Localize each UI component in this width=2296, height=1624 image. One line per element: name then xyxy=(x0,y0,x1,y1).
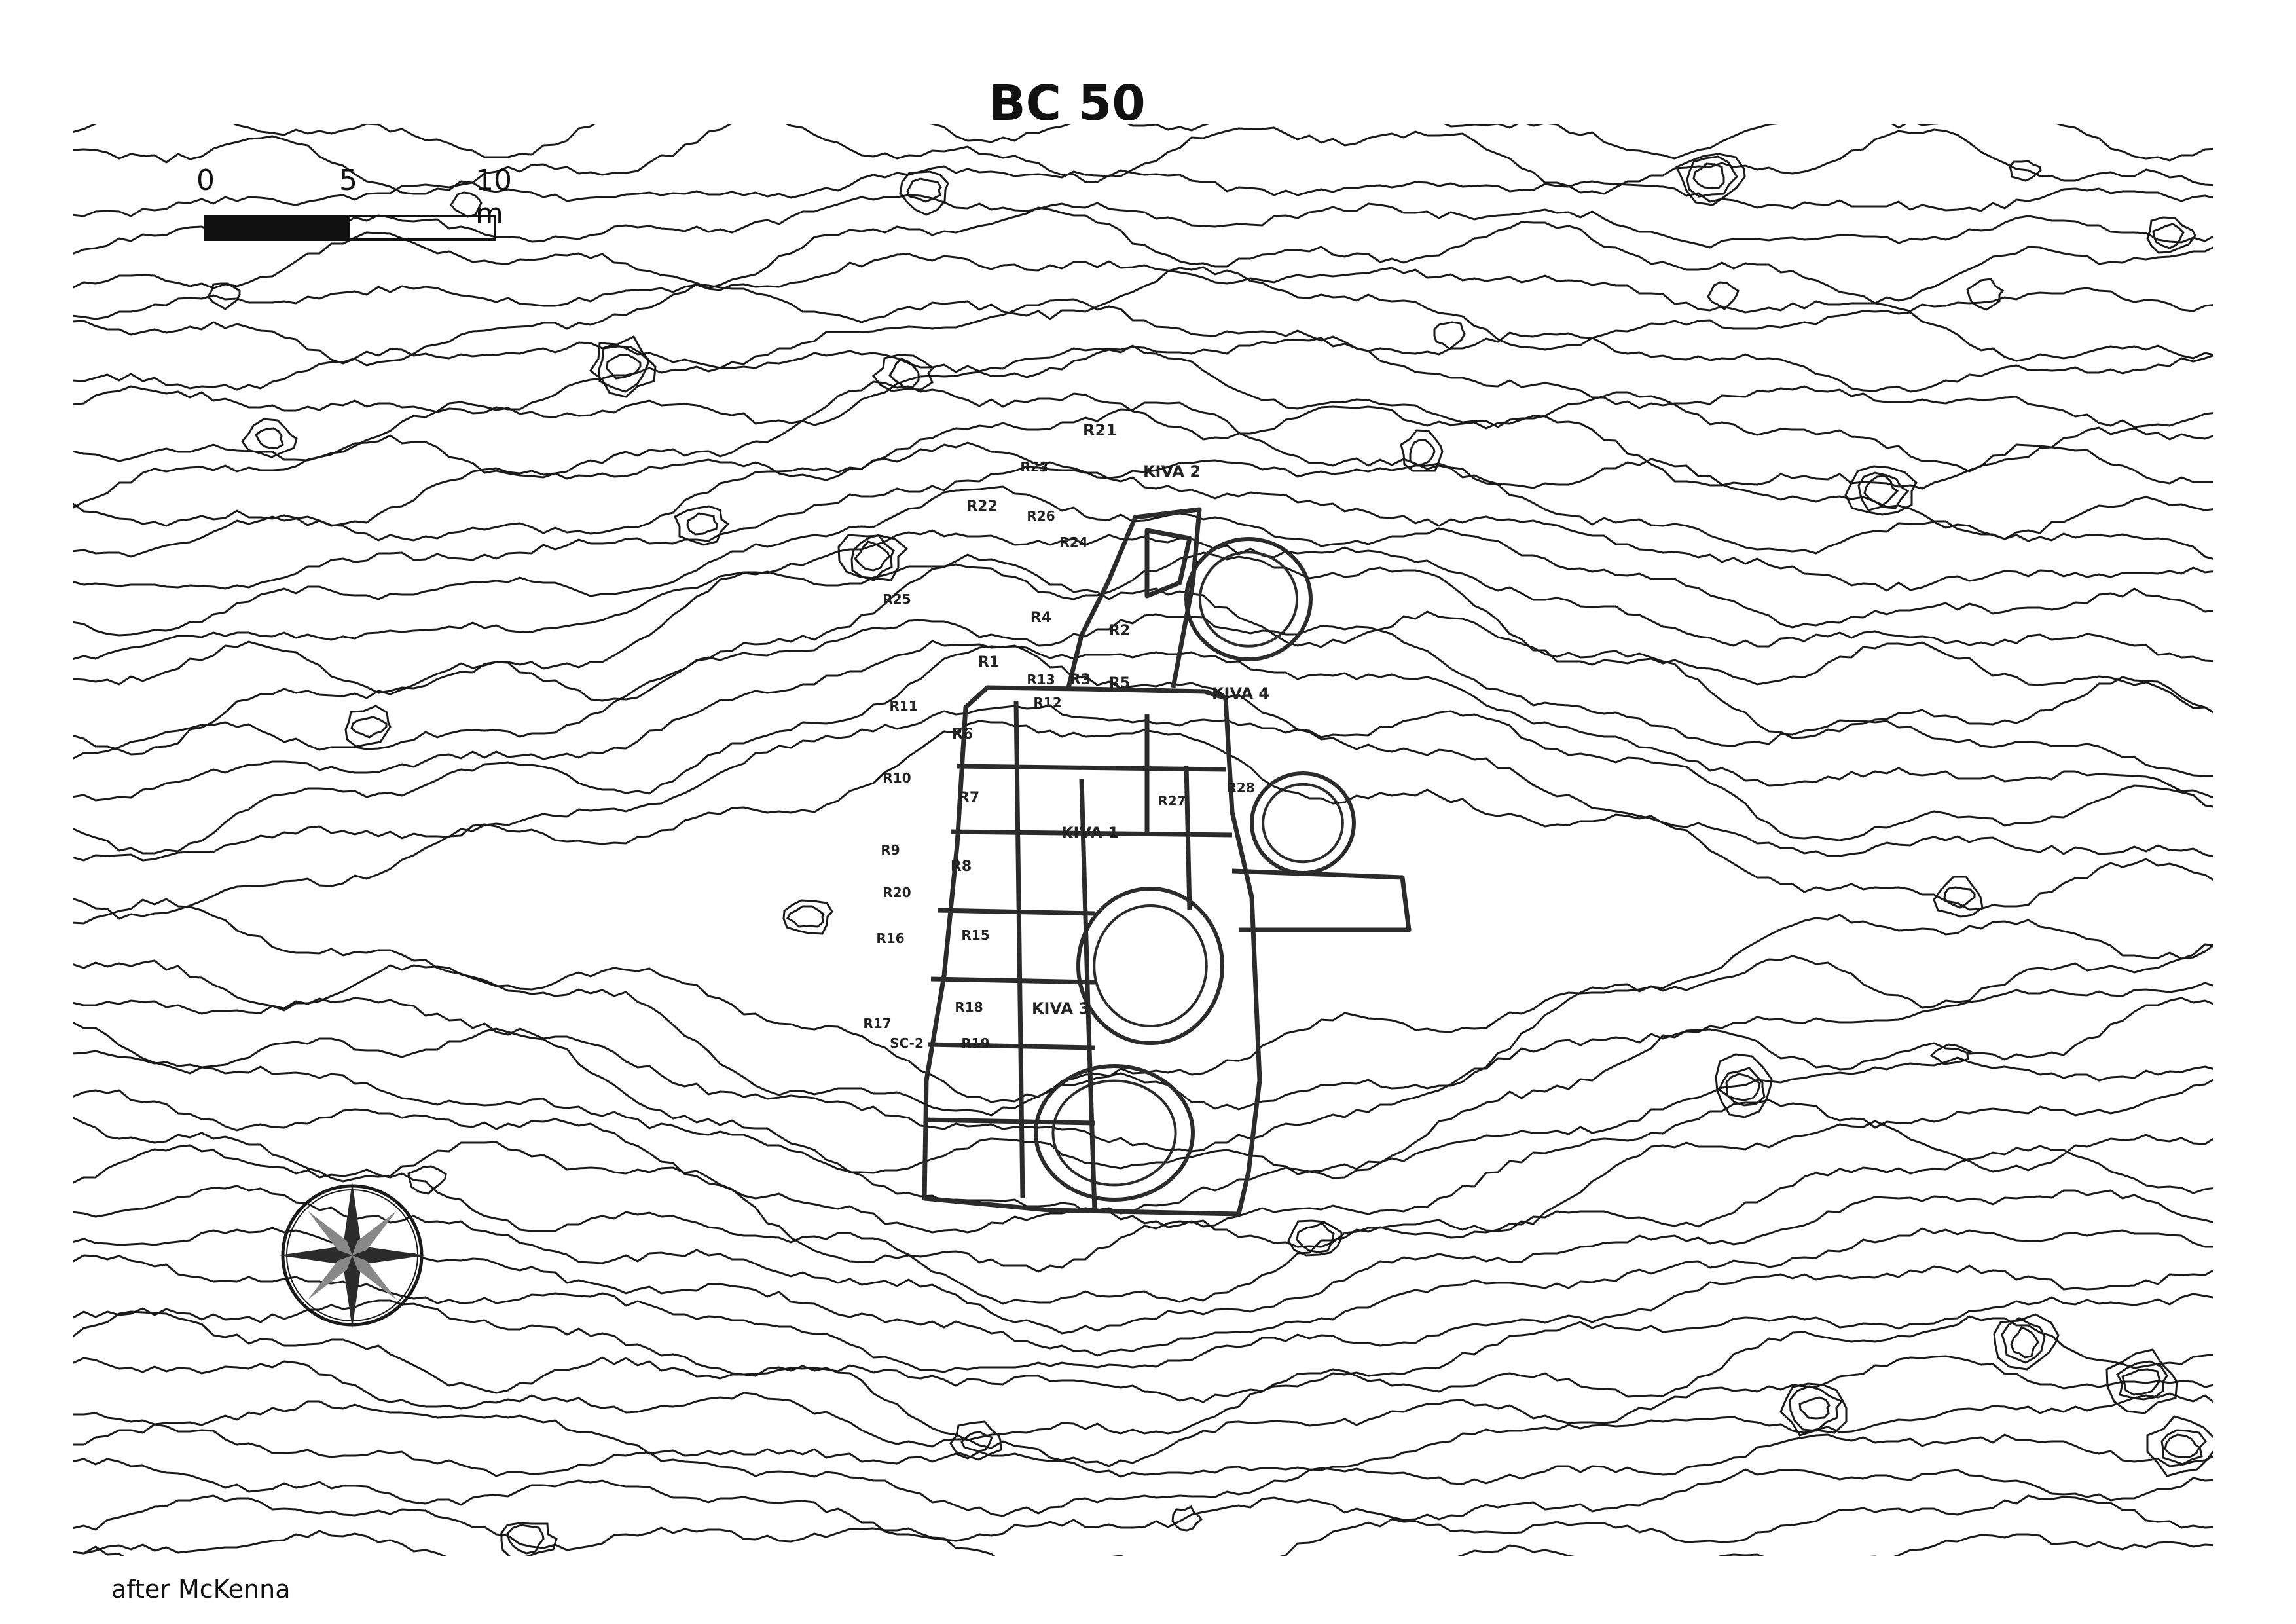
scale-bar-black-segment xyxy=(207,217,350,238)
room-label-r9: R9 xyxy=(881,842,900,858)
room-r21-wall xyxy=(1144,528,1192,599)
room-label-r24: R24 xyxy=(1059,534,1087,550)
room-label-r16: R16 xyxy=(876,931,904,946)
kiva-outline xyxy=(1076,887,1224,1045)
room-label-r26: R26 xyxy=(1027,508,1055,524)
room-label-r5: R5 xyxy=(1109,675,1130,692)
room-label-r17: R17 xyxy=(863,1016,891,1031)
room-label-r7: R7 xyxy=(958,790,979,806)
north-wing-wall xyxy=(1066,507,1202,688)
kivas xyxy=(1034,537,1356,1202)
room-label-r25: R25 xyxy=(883,591,911,607)
room-label-r15: R15 xyxy=(961,927,989,943)
scale-label-5: 5 xyxy=(339,164,357,197)
room-label-r23: R23 xyxy=(1020,459,1048,475)
scale-label-0: 0 xyxy=(196,164,215,197)
room-label-sc-2: SC-2 xyxy=(890,1035,924,1051)
room-label-kiva-3: KIVA 3 xyxy=(1032,999,1089,1018)
scale-bar-track xyxy=(204,215,496,241)
room-label-r27: R27 xyxy=(1157,793,1186,809)
room-block-outer-wall xyxy=(922,685,1262,1217)
contour-lines xyxy=(73,124,2213,1556)
contour-hilltops xyxy=(207,153,2213,1556)
room-label-r19: R19 xyxy=(961,1035,989,1051)
credit-text: after McKenna xyxy=(111,1575,291,1604)
room-label-r6: R6 xyxy=(952,726,973,743)
compass-rose-icon xyxy=(279,1182,426,1329)
room-label-r2: R2 xyxy=(1109,623,1130,639)
room-label-r8: R8 xyxy=(951,858,972,875)
room-label-kiva-2: KIVA 2 xyxy=(1143,462,1201,481)
room-label-r1: R1 xyxy=(978,654,999,671)
room-label-kiva-4: KIVA 4 xyxy=(1212,684,1269,703)
room-label-r12: R12 xyxy=(1033,695,1061,710)
kiva-outline xyxy=(1250,771,1356,875)
room-label-r18: R18 xyxy=(955,999,983,1015)
east-annex-wall xyxy=(1231,868,1412,932)
scale-bar: 0 5 10 m xyxy=(191,164,512,246)
room-label-r4: R4 xyxy=(1030,610,1051,626)
page-title: BC 50 xyxy=(989,75,1146,132)
room-label-r28: R28 xyxy=(1226,780,1254,796)
kiva-outline xyxy=(1184,537,1313,661)
north-arrow xyxy=(274,1177,431,1334)
room-label-r21: R21 xyxy=(1083,421,1117,439)
scale-label-10m: 10 m xyxy=(475,164,512,231)
room-label-r10: R10 xyxy=(883,770,911,786)
room-label-r13: R13 xyxy=(1027,672,1055,688)
room-label-r22: R22 xyxy=(966,498,998,515)
kiva-outline xyxy=(1034,1064,1195,1202)
room-label-r11: R11 xyxy=(889,698,917,714)
room-label-r3: R3 xyxy=(1070,672,1091,688)
room-label-kiva-1: KIVA 1 xyxy=(1061,824,1119,842)
room-label-r20: R20 xyxy=(883,885,911,900)
